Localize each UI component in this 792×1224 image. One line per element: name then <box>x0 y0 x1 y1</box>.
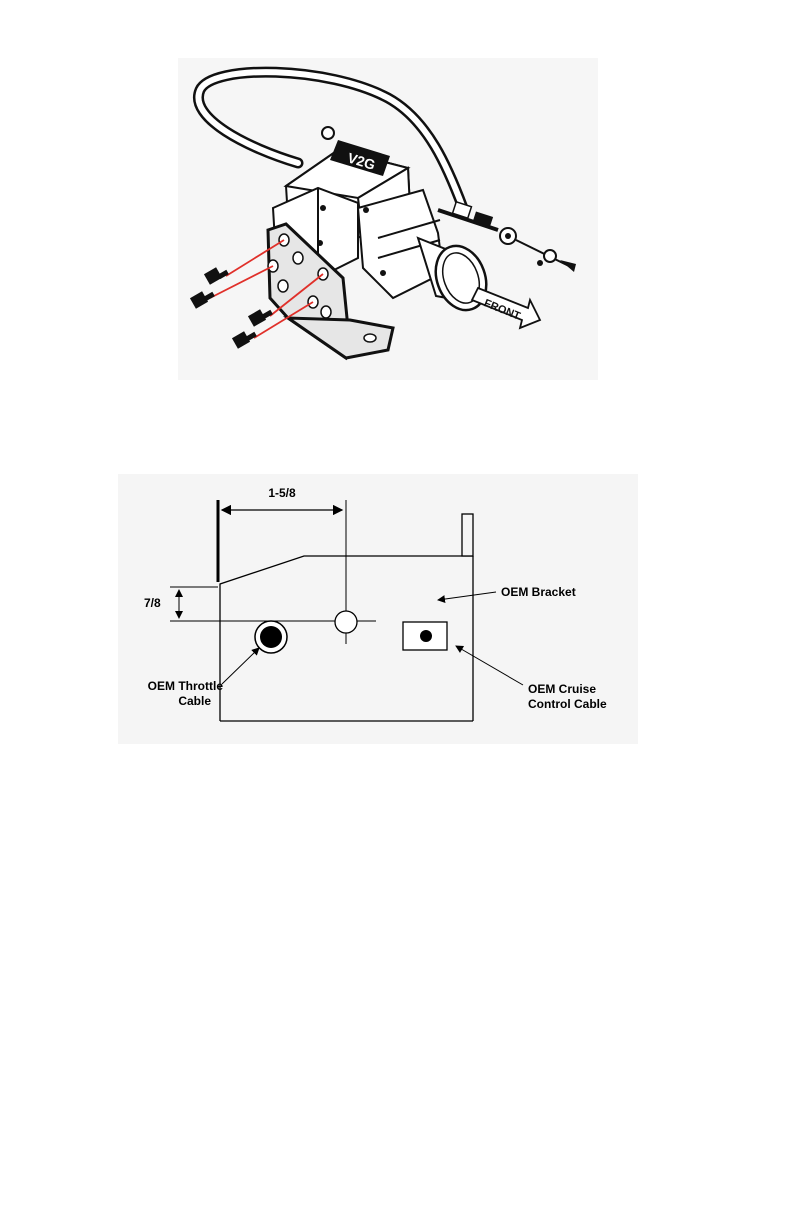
bolt-icon <box>190 291 215 308</box>
throttle-cable-fill <box>260 626 282 648</box>
bracket-leader <box>438 592 496 600</box>
new-hole-location <box>335 611 357 633</box>
cruise-leader <box>456 646 523 685</box>
throttle-leader <box>222 648 259 684</box>
cruise-cable-fill <box>420 630 432 642</box>
bracket-drawing: 1-5/8 7/8 OEM Bracket OEM Throttle Cable… <box>118 474 638 744</box>
bolt-icon <box>204 267 229 284</box>
throttle-assembly-illustration: V2G FRONT <box>178 58 598 380</box>
oem-bracket-dimension-drawing: 1-5/8 7/8 OEM Bracket OEM Throttle Cable… <box>118 474 638 744</box>
oem-throttle-label-line2: Cable <box>178 694 211 708</box>
front-direction-arrow: FRONT <box>472 288 540 328</box>
horizontal-dimension-label: 1-5/8 <box>268 486 296 500</box>
oem-throttle-label-line1: OEM Throttle <box>148 679 224 693</box>
bracket-hole <box>321 306 331 318</box>
horizontal-dimension: 1-5/8 <box>218 486 346 644</box>
bolt-icon <box>232 331 257 348</box>
oem-cruise-label-line1: OEM Cruise <box>528 682 596 696</box>
bolt-icon <box>248 309 273 326</box>
oem-bracket-label: OEM Bracket <box>501 585 576 599</box>
bracket-hole <box>278 280 288 292</box>
vertical-dimension-label: 7/8 <box>144 596 161 610</box>
bracket-hole <box>293 252 303 264</box>
oem-cruise-label-line2: Control Cable <box>528 697 607 711</box>
throttle-assembly-drawing: V2G FRONT <box>178 58 598 380</box>
